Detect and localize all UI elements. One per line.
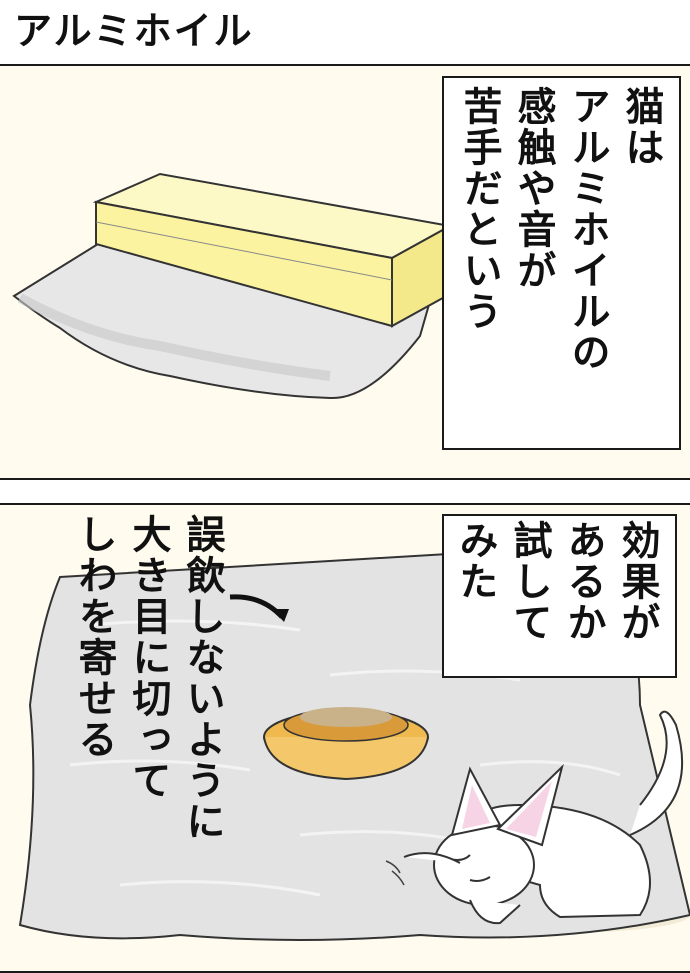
panel-1-caption: 猫は アルミホイルの 感触や音が 苦手だという [442, 76, 681, 450]
caption-line: みた [453, 520, 499, 602]
food-bowl-illustration [263, 707, 429, 781]
panel-2-annotation: 誤飲しないように 大き目に切って しわを寄せる [55, 514, 230, 954]
annotation-line: しわを寄せる [72, 514, 118, 760]
panel-2-annotation-text: 誤飲しないように 大き目に切って しわを寄せる [68, 514, 230, 842]
caption-line: 感触や音が [511, 86, 557, 291]
panel-2-caption-text: 効果が あるか 試して みた [449, 520, 665, 643]
caption-line: 効果が [615, 520, 661, 643]
annotation-line: 誤飲しないように [180, 514, 226, 842]
caption-line: 試して [507, 520, 553, 643]
page-title: アルミホイル [14, 9, 254, 53]
panel-1-caption-text: 猫は アルミホイルの 感触や音が 苦手だという [453, 86, 669, 373]
panel-2-caption: 効果が あるか 試して みた [442, 514, 677, 678]
comic-panel-2: 効果が あるか 試して みた 誤飲しないように 大き目に切って しわを寄せる [0, 503, 690, 973]
comic-panel-1: 猫は アルミホイルの 感触や音が 苦手だという [0, 64, 690, 480]
caption-line: アルミホイルの [565, 86, 611, 373]
caption-line: 苦手だという [457, 86, 503, 332]
caption-line: 猫は [619, 86, 665, 168]
annotation-line: 大き目に切って [126, 514, 172, 801]
caption-line: あるか [561, 520, 607, 643]
cat-illustration [385, 710, 684, 925]
